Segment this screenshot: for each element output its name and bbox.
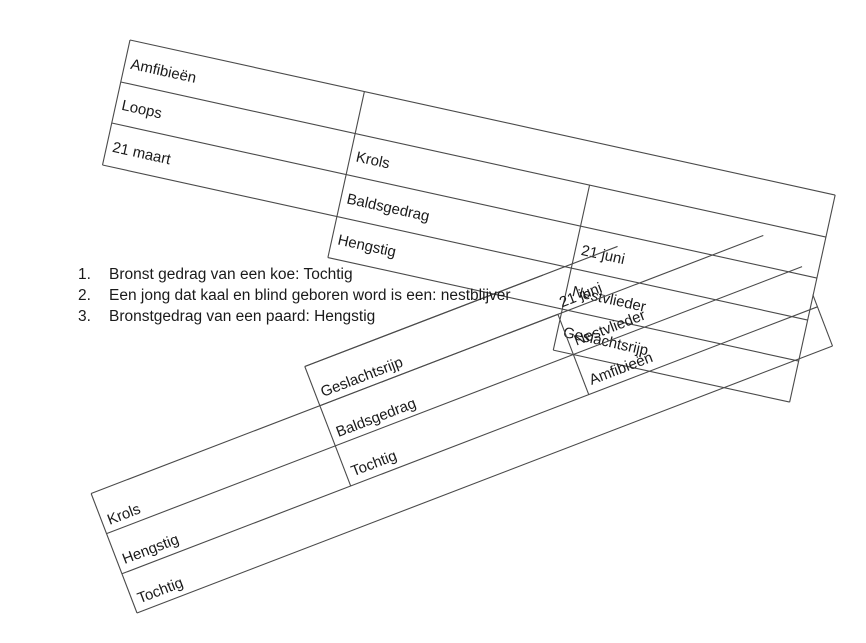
question-number: 2. — [78, 287, 91, 304]
top-cell-r3c3: 21 juni — [580, 242, 627, 268]
question-text: Bronst gedrag van een koe: Tochtig — [109, 266, 353, 283]
top-cell-r3c2: Baldsgedrag — [345, 190, 431, 225]
question-item: 2. Een jong dat kaal en blind geboren wor… — [78, 285, 511, 306]
top-cell-r2c2: Krols — [354, 148, 391, 172]
question-list: 1. Bronst gedrag van een koe: Tochtig 2. E… — [78, 264, 511, 327]
bottom-strip-table: 21 juni Geslachtsrijp Nestvlieder Krols … — [90, 234, 834, 614]
question-number: 3. — [78, 308, 91, 325]
top-strip-table: Amfibieën Loops Krols 21 maart Baldsgedr… — [101, 39, 836, 403]
bottom-cell-r3c1: Krols — [105, 501, 143, 529]
question-item: 1. Bronst gedrag van een koe: Tochtig — [78, 264, 511, 285]
bottom-cell-r2c2: Geslachtsrijp — [318, 354, 405, 401]
bottom-strip-grid — [90, 234, 834, 614]
top-cell-r1c1: Amfibieën — [129, 56, 198, 87]
top-cell-r3c1: 21 maart — [111, 139, 173, 168]
top-cell-r2c1: Loops — [120, 97, 164, 122]
question-item: 3. Bronstgedrag van een paard: Hengstig — [78, 306, 511, 327]
bottom-cell-r5c1: Tochtig — [135, 574, 185, 607]
question-text: Een jong dat kaal en blind geboren word … — [109, 287, 511, 304]
question-number: 1. — [78, 266, 91, 283]
top-cell-r4c2: Hengstig — [336, 232, 397, 261]
bottom-cell-r3c2: Baldsgedrag — [334, 395, 419, 441]
top-strip-grid — [101, 39, 836, 403]
bottom-cell-r4c2: Tochtig — [349, 447, 399, 480]
question-text: Bronstgedrag van een paard: Hengstig — [109, 308, 376, 325]
